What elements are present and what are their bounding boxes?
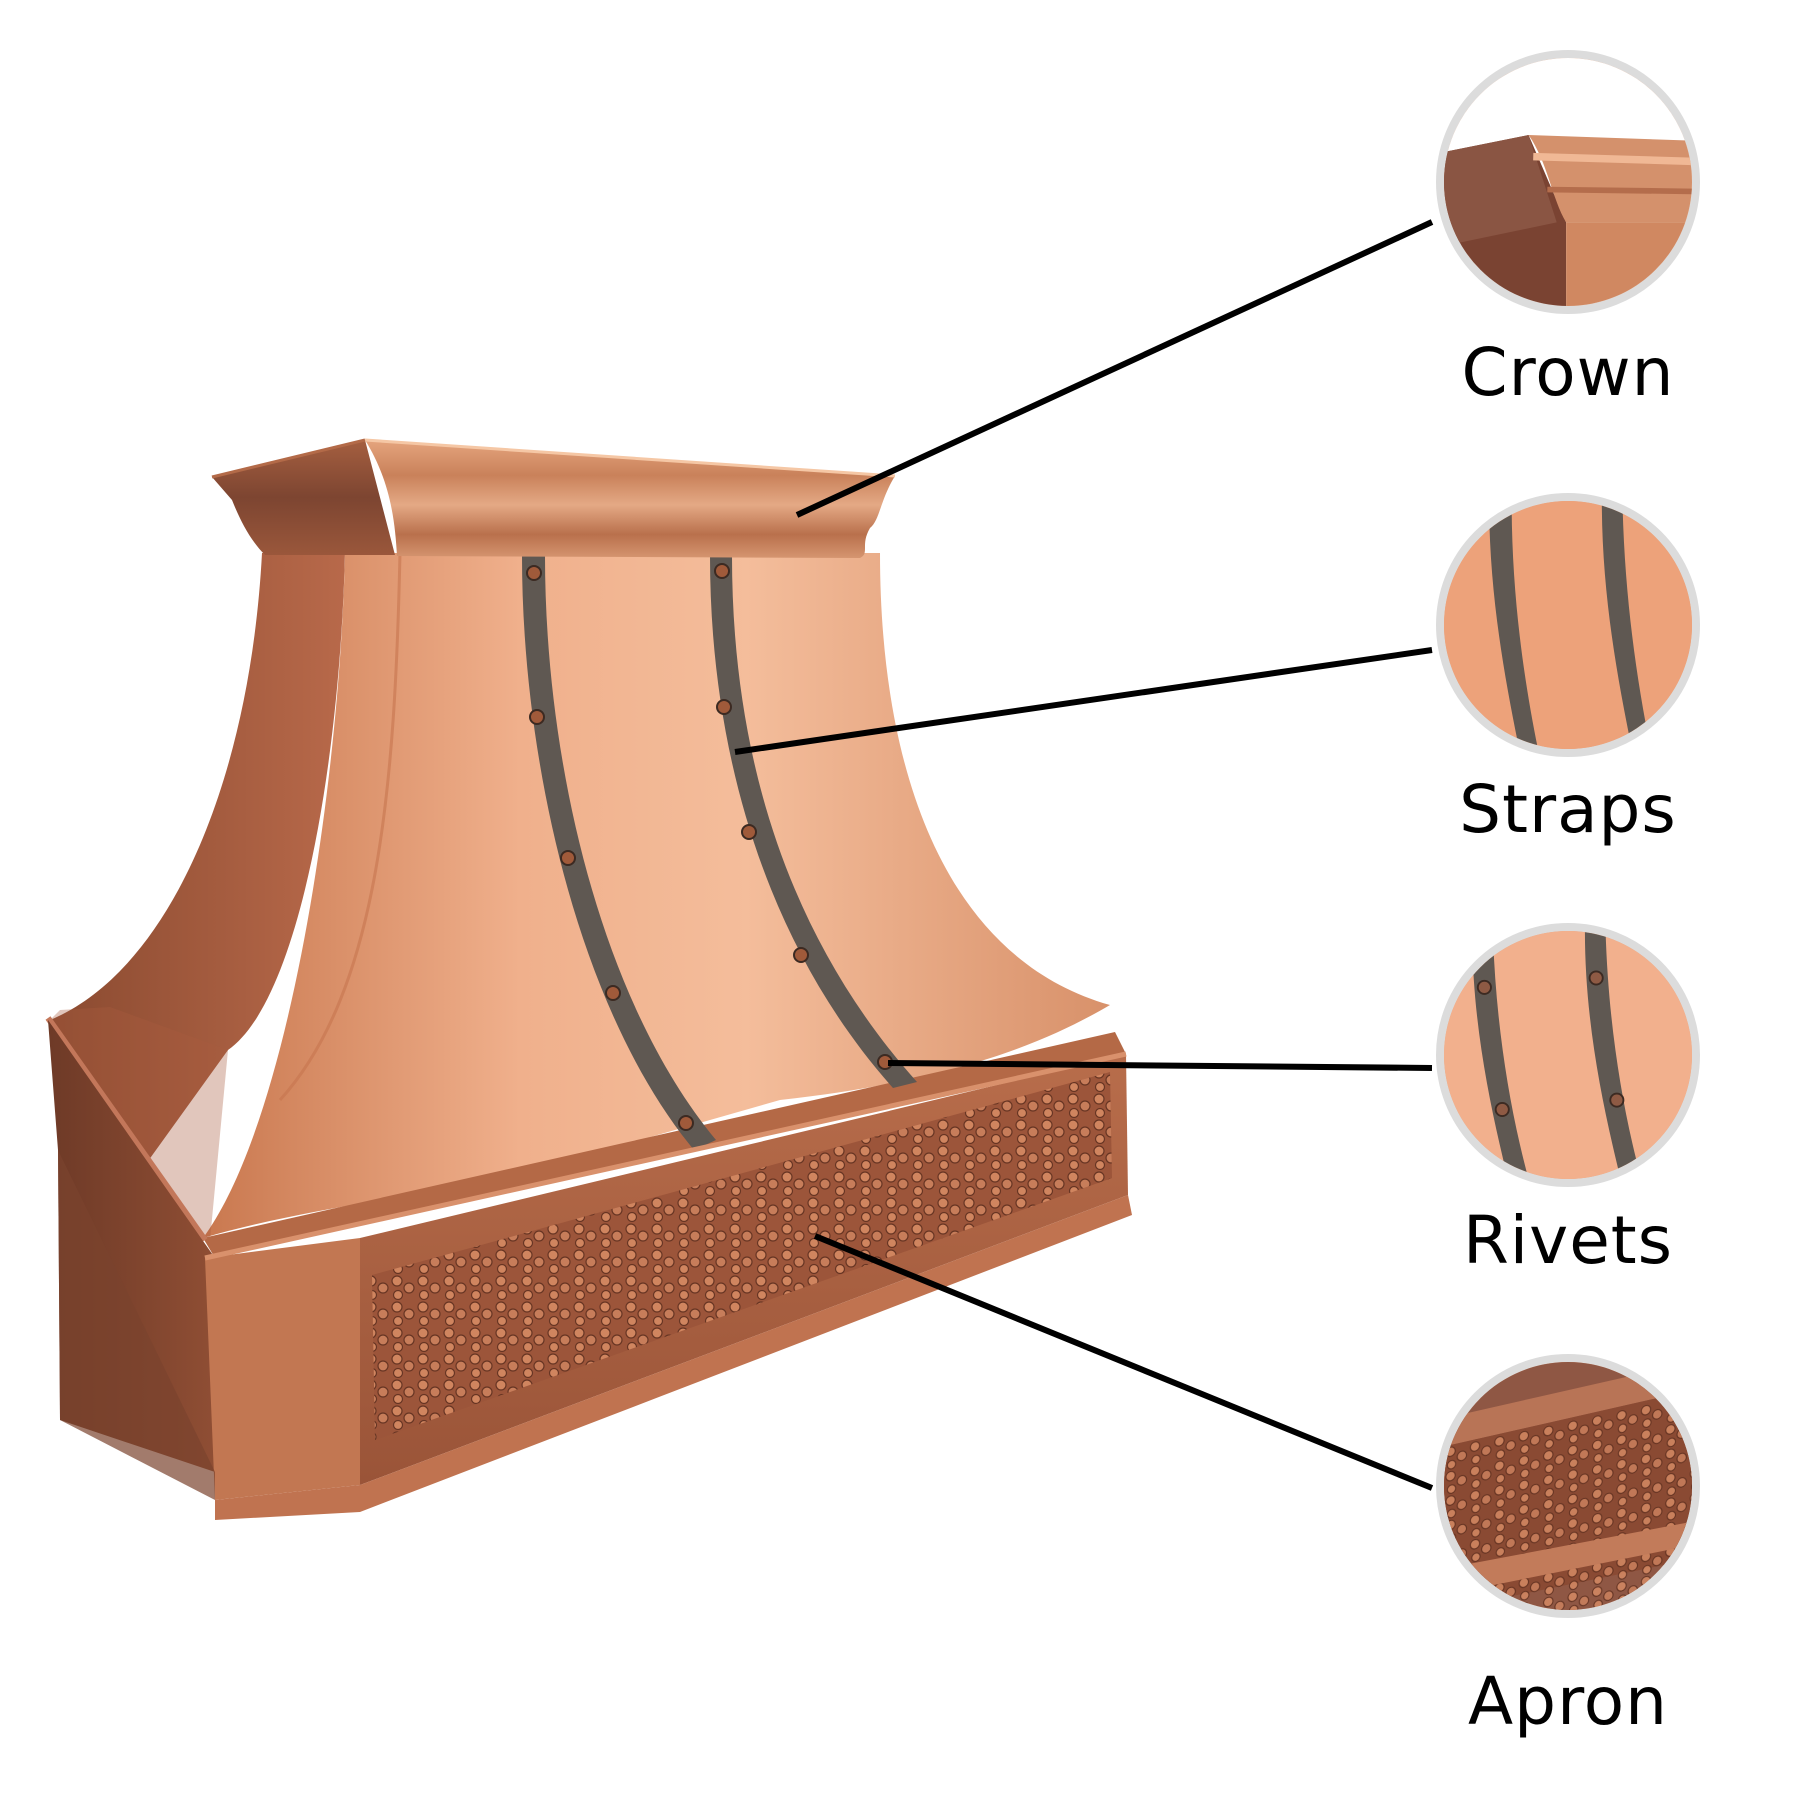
callout-label-apron: Apron — [1468, 1663, 1668, 1740]
detail-circle-straps — [1436, 493, 1700, 757]
callout-label-rivets: Rivets — [1462, 1202, 1674, 1279]
leader-line-straps — [734, 647, 1433, 755]
leader-lines — [734, 219, 1434, 1491]
leader-line-apron — [813, 1233, 1434, 1491]
strap-right — [710, 556, 917, 1088]
crown-molding — [211, 438, 896, 558]
strap-left — [522, 556, 716, 1150]
callout-label-straps: Straps — [1459, 771, 1677, 848]
detail-circle-apron — [1436, 1354, 1700, 1618]
detail-circle-rivets — [1436, 923, 1700, 1187]
leader-line-rivets — [887, 1060, 1433, 1071]
apron — [48, 1020, 1132, 1520]
callout-label-crown: Crown — [1461, 334, 1675, 411]
hood-body — [45, 438, 1132, 1520]
detail-circle-crown — [1436, 50, 1700, 314]
leader-line-crown — [795, 219, 1434, 518]
